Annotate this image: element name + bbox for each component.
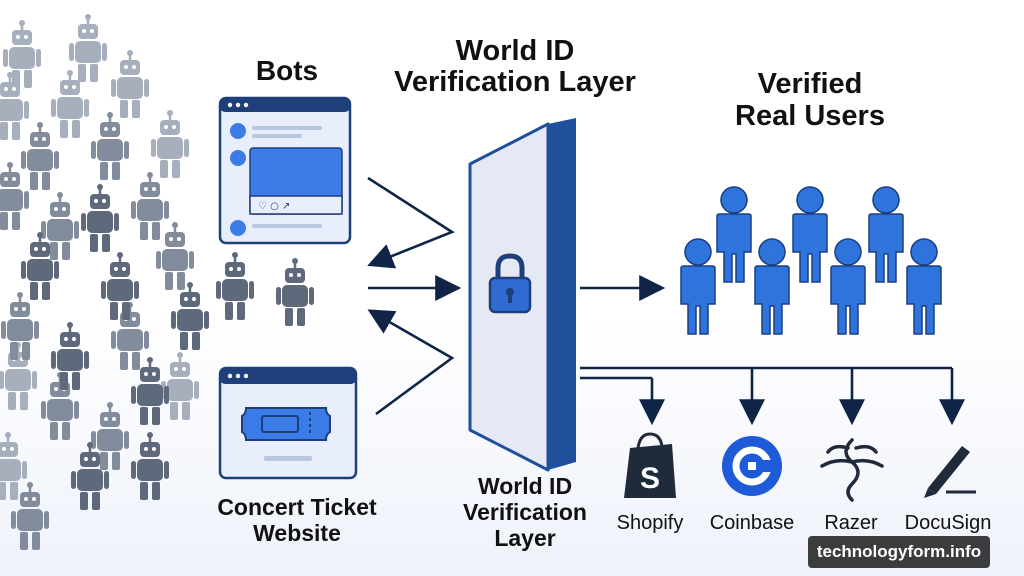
robot-icon xyxy=(89,110,131,182)
watermark: technologyform.info xyxy=(808,536,990,568)
label-line: Website xyxy=(253,520,341,547)
robot-icon xyxy=(149,108,191,180)
robot-icon xyxy=(1,18,43,90)
robot-icon xyxy=(274,256,316,328)
verified-users-title: Verified Real Users xyxy=(700,68,920,133)
robot-icon xyxy=(129,170,171,242)
ticket-icon xyxy=(241,407,331,441)
shopping-bag-icon: S xyxy=(624,432,676,498)
user-icon xyxy=(792,186,828,283)
partner-label-docusign: DocuSign xyxy=(904,512,992,534)
robot-icon xyxy=(0,340,39,412)
robot-icon xyxy=(99,250,141,322)
title-line: World ID xyxy=(455,35,575,67)
title-line: Verification Layer xyxy=(394,66,636,99)
user-icon xyxy=(830,238,866,335)
pen-signature-icon xyxy=(924,446,976,498)
label-line: Concert Ticket xyxy=(217,494,377,520)
partner-label-shopify: Shopify xyxy=(616,512,684,534)
coinbase-logo-icon xyxy=(722,436,782,496)
verification-wall xyxy=(468,118,576,472)
user-icon xyxy=(906,238,942,335)
robot-icon xyxy=(0,430,29,502)
padlock-icon xyxy=(488,253,532,314)
robot-icon xyxy=(154,220,196,292)
razer-snake-icon xyxy=(820,438,884,502)
label-line: World ID xyxy=(477,473,573,499)
svg-text:S: S xyxy=(640,462,660,495)
robot-icon xyxy=(67,12,109,84)
user-icon xyxy=(716,186,752,283)
concert-ticket-window xyxy=(218,366,358,480)
bot-arrows xyxy=(367,176,462,416)
title-line: Real Users xyxy=(735,100,885,133)
avatar-icon xyxy=(230,220,246,236)
avatar-icon xyxy=(230,123,246,139)
robot-icon xyxy=(49,320,91,392)
user-icon xyxy=(754,238,790,335)
verified-users xyxy=(680,186,942,335)
label-line: Verification xyxy=(463,498,587,525)
robot-icon xyxy=(0,160,31,232)
user-icon xyxy=(868,186,904,283)
partner-label-coinbase: Coinbase xyxy=(709,512,795,534)
robot-icon xyxy=(214,250,256,322)
robot-icon xyxy=(79,182,121,254)
robot-icon xyxy=(0,290,41,362)
bots-title-text: Bots xyxy=(255,55,319,86)
avatar-icon xyxy=(230,150,246,166)
robot-icon xyxy=(169,280,211,352)
label-line: Layer xyxy=(494,524,556,551)
title-line: Verified xyxy=(757,68,863,100)
concert-website-label: Concert Ticket Website xyxy=(192,494,402,547)
partner-label-razer: Razer xyxy=(824,512,878,534)
layer-caption: World ID Verification Layer xyxy=(440,473,610,551)
verification-layer-title: World ID Verification Layer xyxy=(370,35,660,99)
like-comment-share-icons: ♡ ○ ↗ xyxy=(258,201,290,212)
partner-branch-arrows xyxy=(580,366,965,426)
robot-icon xyxy=(129,430,171,502)
user-icon xyxy=(680,238,716,335)
robot-icon xyxy=(159,350,201,422)
robot-icon xyxy=(109,48,151,120)
robot-icon xyxy=(19,120,61,192)
social-feed-window: ♡ ○ ↗ xyxy=(218,96,352,245)
bots-title: Bots xyxy=(232,56,342,85)
